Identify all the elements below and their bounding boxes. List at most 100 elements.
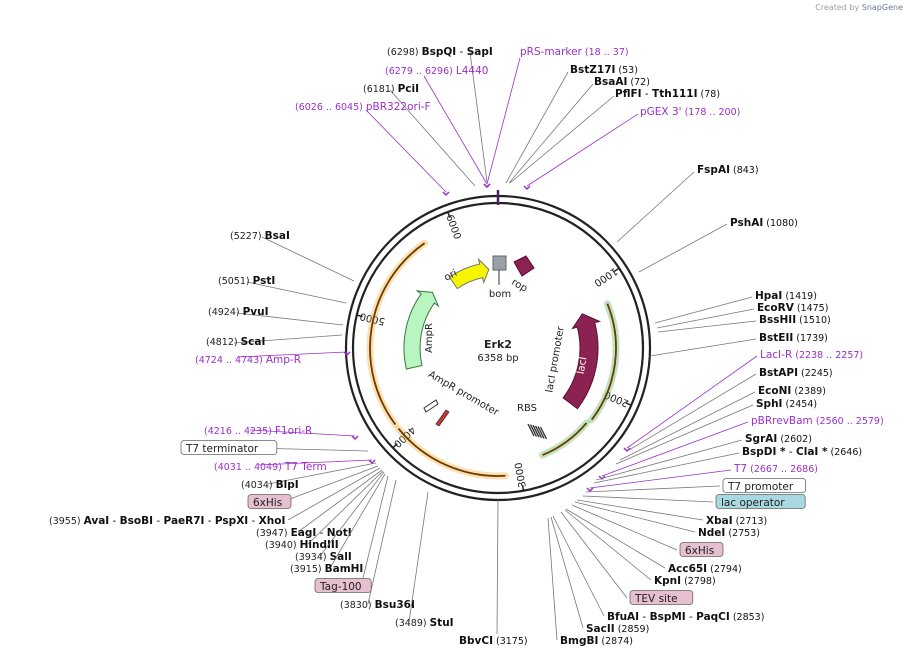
label-pflfi[interactable]: PflFI - Tth111I (78) [615, 88, 720, 100]
label-tev[interactable]: TEV site [629, 590, 694, 606]
ampR-promoter-label: AmpR promoter [426, 369, 501, 419]
label-sphi[interactable]: SphI (2454) [756, 398, 817, 410]
label-ecorv[interactable]: EcoRV (1475) [757, 302, 828, 314]
t7term-box [180, 440, 278, 455]
label-ampr[interactable]: (4724 .. 4743) Amp-R [195, 354, 301, 366]
label-tag100[interactable]: Tag-100 [314, 578, 372, 594]
sgrai-name: SgrAI [745, 433, 777, 445]
bbvci-name: BbvCI [459, 635, 493, 647]
fspai-text: FspAI (843) [697, 164, 759, 176]
label-pgex3[interactable]: pGEX 3' (178 .. 200) [640, 106, 740, 118]
prs-text: pRS-marker (18 .. 37) [520, 46, 629, 58]
label-econi[interactable]: EcoNI (2389) [758, 385, 826, 397]
label-his2[interactable]: 6xHis [679, 542, 724, 558]
label-bstapi[interactable]: BstAPI (2245) [759, 367, 833, 379]
snapgene-logo: SnapGene [861, 3, 903, 12]
label-pbrrev[interactable]: pBRrevBam (2560 .. 2579) [751, 415, 884, 427]
label-his1[interactable]: 6xHis [247, 494, 292, 510]
acc65-text: Acc65I (2794) [668, 563, 742, 575]
label-hpai[interactable]: HpaI (1419) [755, 290, 817, 302]
label-stui[interactable]: (3489) StuI [395, 617, 454, 629]
label-bfuai[interactable]: BfuAI - BspMI - PaqCI (2853) [607, 611, 764, 623]
tick-mark [447, 211, 451, 218]
label-eagi[interactable]: (3947) EagI - NotI [256, 527, 352, 539]
orange-feature-bottom[interactable] [397, 427, 506, 477]
label-bsu36i[interactable]: (3830) Bsu36I [340, 599, 415, 611]
label-kpni[interactable]: KpnI (2798) [654, 575, 716, 587]
xbai-pos: (2713) [733, 516, 768, 527]
label-hind[interactable]: (3940) HindIII [265, 539, 339, 551]
pvui-text: (4924) PvuI [208, 306, 269, 318]
label-t7prom[interactable]: T7 promoter [722, 478, 806, 494]
label-avai[interactable]: (3955) AvaI - BsoBI - PaeR7I - PspXI - X… [49, 515, 285, 527]
label-t7[interactable]: T7 (2667 .. 2686) [733, 463, 818, 475]
label-bsteii[interactable]: BstEII (1739) [759, 332, 828, 344]
pvui-pos: (4924) [208, 307, 243, 318]
label-lacop[interactable]: lac operator [715, 494, 806, 510]
avai-name: AvaI [84, 515, 110, 527]
lacI-feature[interactable] [562, 313, 602, 410]
lacop-name: lac operator [721, 497, 785, 509]
bbvci-leader [496, 499, 499, 635]
label-bstz17i[interactable]: BstZ17I (53) [570, 64, 638, 76]
ori-feature[interactable] [448, 257, 490, 290]
label-bsai[interactable]: (5227) BsaI [230, 230, 290, 242]
label-bbvci[interactable]: BbvCI (3175) [459, 635, 528, 647]
label-pcii[interactable]: (6181) PciI [363, 83, 419, 95]
label-prs[interactable]: pRS-marker (18 .. 37) [520, 46, 629, 58]
ampR-feature[interactable] [403, 290, 440, 370]
label-bsshii[interactable]: BssHII (1510) [759, 314, 831, 326]
label-fspai[interactable]: FspAI (843) [697, 164, 759, 176]
label-acc65[interactable]: Acc65I (2794) [668, 563, 742, 575]
hpai-leader [654, 296, 753, 324]
pgex3-pos: (178 .. 200) [682, 107, 741, 118]
pflfi-text: PflFI - Tth111I (78) [615, 88, 720, 100]
hind-name: HindIII [300, 539, 339, 551]
lacir-site [623, 447, 631, 453]
kpni-leader [564, 509, 652, 581]
label-sali[interactable]: (3934) SalI [295, 551, 352, 563]
ampR-promoter-mark [423, 399, 439, 413]
label-pshai[interactable]: PshAI (1080) [730, 217, 798, 229]
label-f1ori[interactable]: (4216 .. 4235) F1ori-R [204, 425, 312, 437]
psti-name: PstI [253, 275, 276, 287]
label-t7t[interactable]: (4031 .. 4049) T7 Term [214, 461, 327, 473]
label-pvui[interactable]: (4924) PvuI [208, 306, 269, 318]
his1-box [247, 494, 292, 509]
label-blpi[interactable]: (4034) BlpI [241, 479, 299, 491]
bstz17i-pos: (53) [615, 65, 638, 76]
bsu36i-pos: (3830) [340, 600, 375, 611]
label-psti[interactable]: (5051) PstI [218, 275, 275, 287]
green-feature-lacI-promoter[interactable] [542, 422, 588, 456]
pflfi-name: PflFI [615, 88, 642, 100]
label-bmgbi[interactable]: BmgBI (2874) [560, 635, 633, 647]
avai-name2: BsoBI [120, 515, 153, 527]
label-bsaai[interactable]: BsaAI (72) [594, 76, 650, 88]
label-bspdi[interactable]: BspDI * - ClaI * (2646) [742, 446, 862, 458]
label-sgrai[interactable]: SgrAI (2602) [745, 433, 812, 445]
label-bamhi[interactable]: (3915) BamHI [290, 563, 363, 575]
bspqi-name2: SapI [467, 46, 493, 58]
label-sacii[interactable]: SacII (2859) [586, 623, 649, 635]
orange-feature-left[interactable] [369, 242, 426, 426]
rop-feature[interactable] [513, 255, 535, 277]
acc65-leader [565, 508, 666, 569]
rbs-feature[interactable] [527, 423, 548, 440]
label-ndei[interactable]: NdeI (2753) [698, 527, 760, 539]
label-bspqi[interactable]: (6298) BspQI - SapI [387, 46, 493, 58]
label-xbai[interactable]: XbaI (2713) [706, 515, 767, 527]
label-lacir[interactable]: LacI-R (2238 .. 2257) [760, 349, 863, 361]
bom-feature[interactable] [492, 255, 507, 271]
bspqi-name: BspQI [422, 46, 457, 58]
t7t-pos: (4031 .. 4049) [214, 462, 285, 473]
his2-box [679, 542, 724, 557]
label-scai[interactable]: (4812) ScaI [206, 336, 265, 348]
label-t7term[interactable]: T7 terminator [180, 440, 278, 456]
label-pbr322[interactable]: (6026 .. 6045) pBR322ori-F [295, 101, 431, 113]
avai-sep: - [109, 515, 119, 527]
bspdi-name2: ClaI * [796, 446, 828, 458]
green-feature-right[interactable] [591, 303, 617, 421]
label-l4440[interactable]: (6279 .. 6296) L4440 [385, 65, 488, 77]
